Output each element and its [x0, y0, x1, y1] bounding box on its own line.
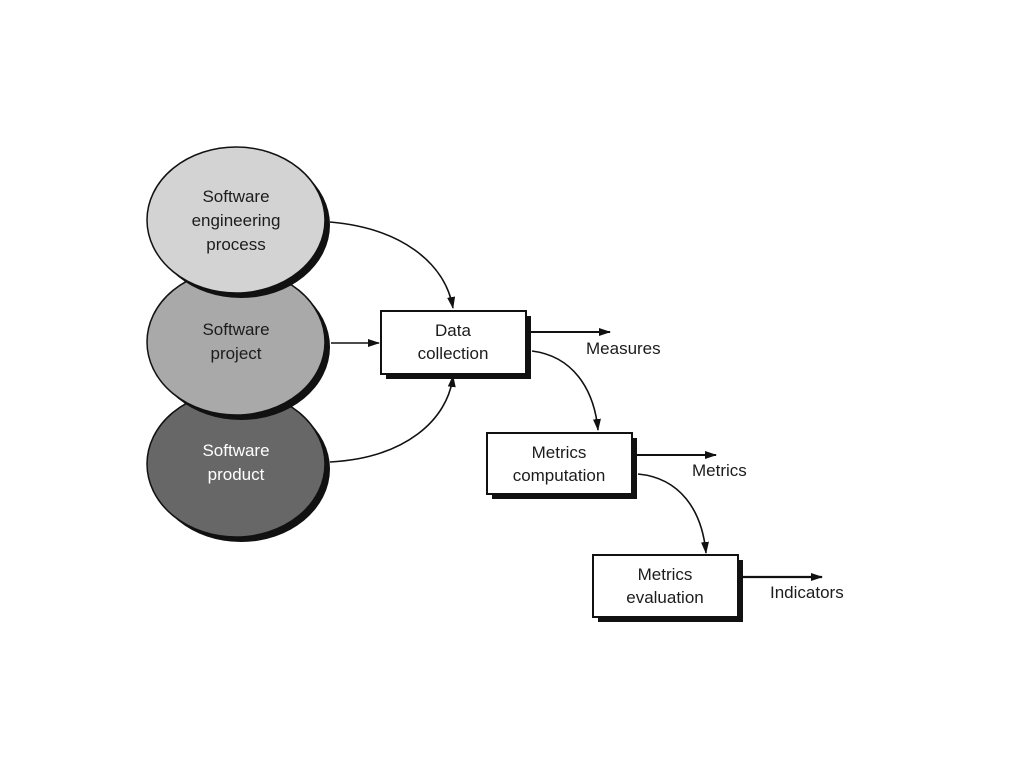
- input-label-line: process: [206, 235, 266, 254]
- input-label-line: Software: [202, 187, 269, 206]
- stage-metrics-evaluation: Metrics evaluation: [592, 554, 743, 622]
- input-label-line: Software: [202, 320, 269, 339]
- input-software-product: Software product: [146, 390, 330, 542]
- output-label-metrics: Metrics: [692, 461, 747, 480]
- stage-label-line: Metrics: [638, 565, 693, 584]
- ellipse-software-engineering-process: [146, 146, 326, 294]
- box-metrics-evaluation: [592, 554, 739, 618]
- input-software-project: Software project: [146, 268, 330, 420]
- stage-data-collection: Data collection: [380, 310, 531, 379]
- box-data-collection: [380, 310, 527, 375]
- stage-label-line: computation: [513, 466, 606, 485]
- box-metrics-computation: [486, 432, 633, 495]
- arrow-product-to-collection: [329, 375, 456, 463]
- input-label-line: product: [208, 465, 265, 484]
- stage-label-line: evaluation: [626, 588, 704, 607]
- arrow-computation-to-evaluation: [637, 473, 709, 554]
- arrow-collection-to-computation: [531, 350, 601, 431]
- stage-label-line: Metrics: [532, 443, 587, 462]
- stage-label-line: Data: [435, 321, 471, 340]
- arrow-process-to-collection: [329, 221, 456, 309]
- input-label-line: Software: [202, 441, 269, 460]
- output-label-indicators: Indicators: [770, 583, 844, 602]
- input-software-engineering-process: Software engineering process: [146, 146, 330, 298]
- output-label-measures: Measures: [586, 339, 661, 358]
- input-label-line: project: [210, 344, 261, 363]
- input-label-line: engineering: [192, 211, 281, 230]
- stage-metrics-computation: Metrics computation: [486, 432, 637, 499]
- stage-label-line: collection: [418, 344, 489, 363]
